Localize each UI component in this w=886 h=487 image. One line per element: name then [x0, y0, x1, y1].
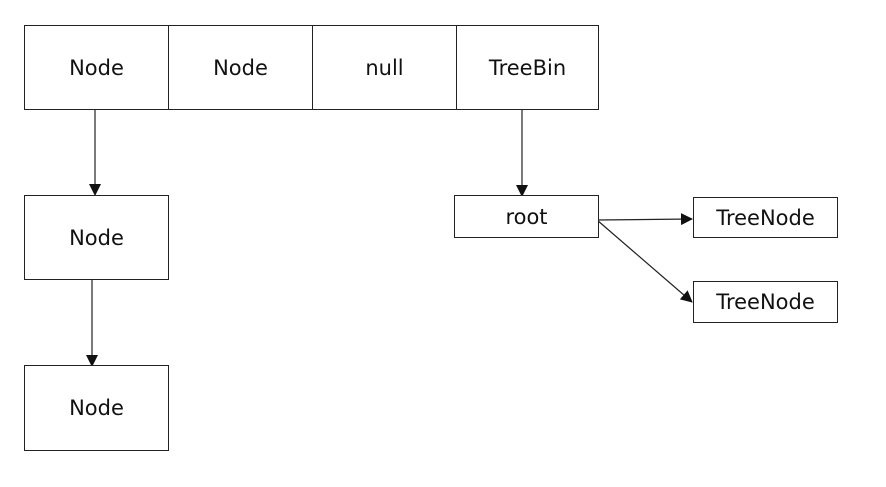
array-cell-node-2: Node [168, 26, 312, 109]
treebin-root: root [454, 195, 599, 238]
chain-node-1: Node [24, 195, 169, 280]
array-cell-null: null [312, 26, 456, 109]
arrow-root-to-treenode-2 [596, 219, 693, 303]
chain-node-2: Node [24, 365, 169, 451]
tree-node-2: TreeNode [693, 281, 838, 323]
hash-table-array: Node Node null TreeBin [24, 25, 599, 110]
tree-node-1: TreeNode [693, 197, 838, 238]
array-cell-treebin: TreeBin [456, 26, 598, 109]
array-cell-node-1: Node [69, 55, 124, 80]
arrow-root-to-treenode-1 [596, 213, 693, 226]
